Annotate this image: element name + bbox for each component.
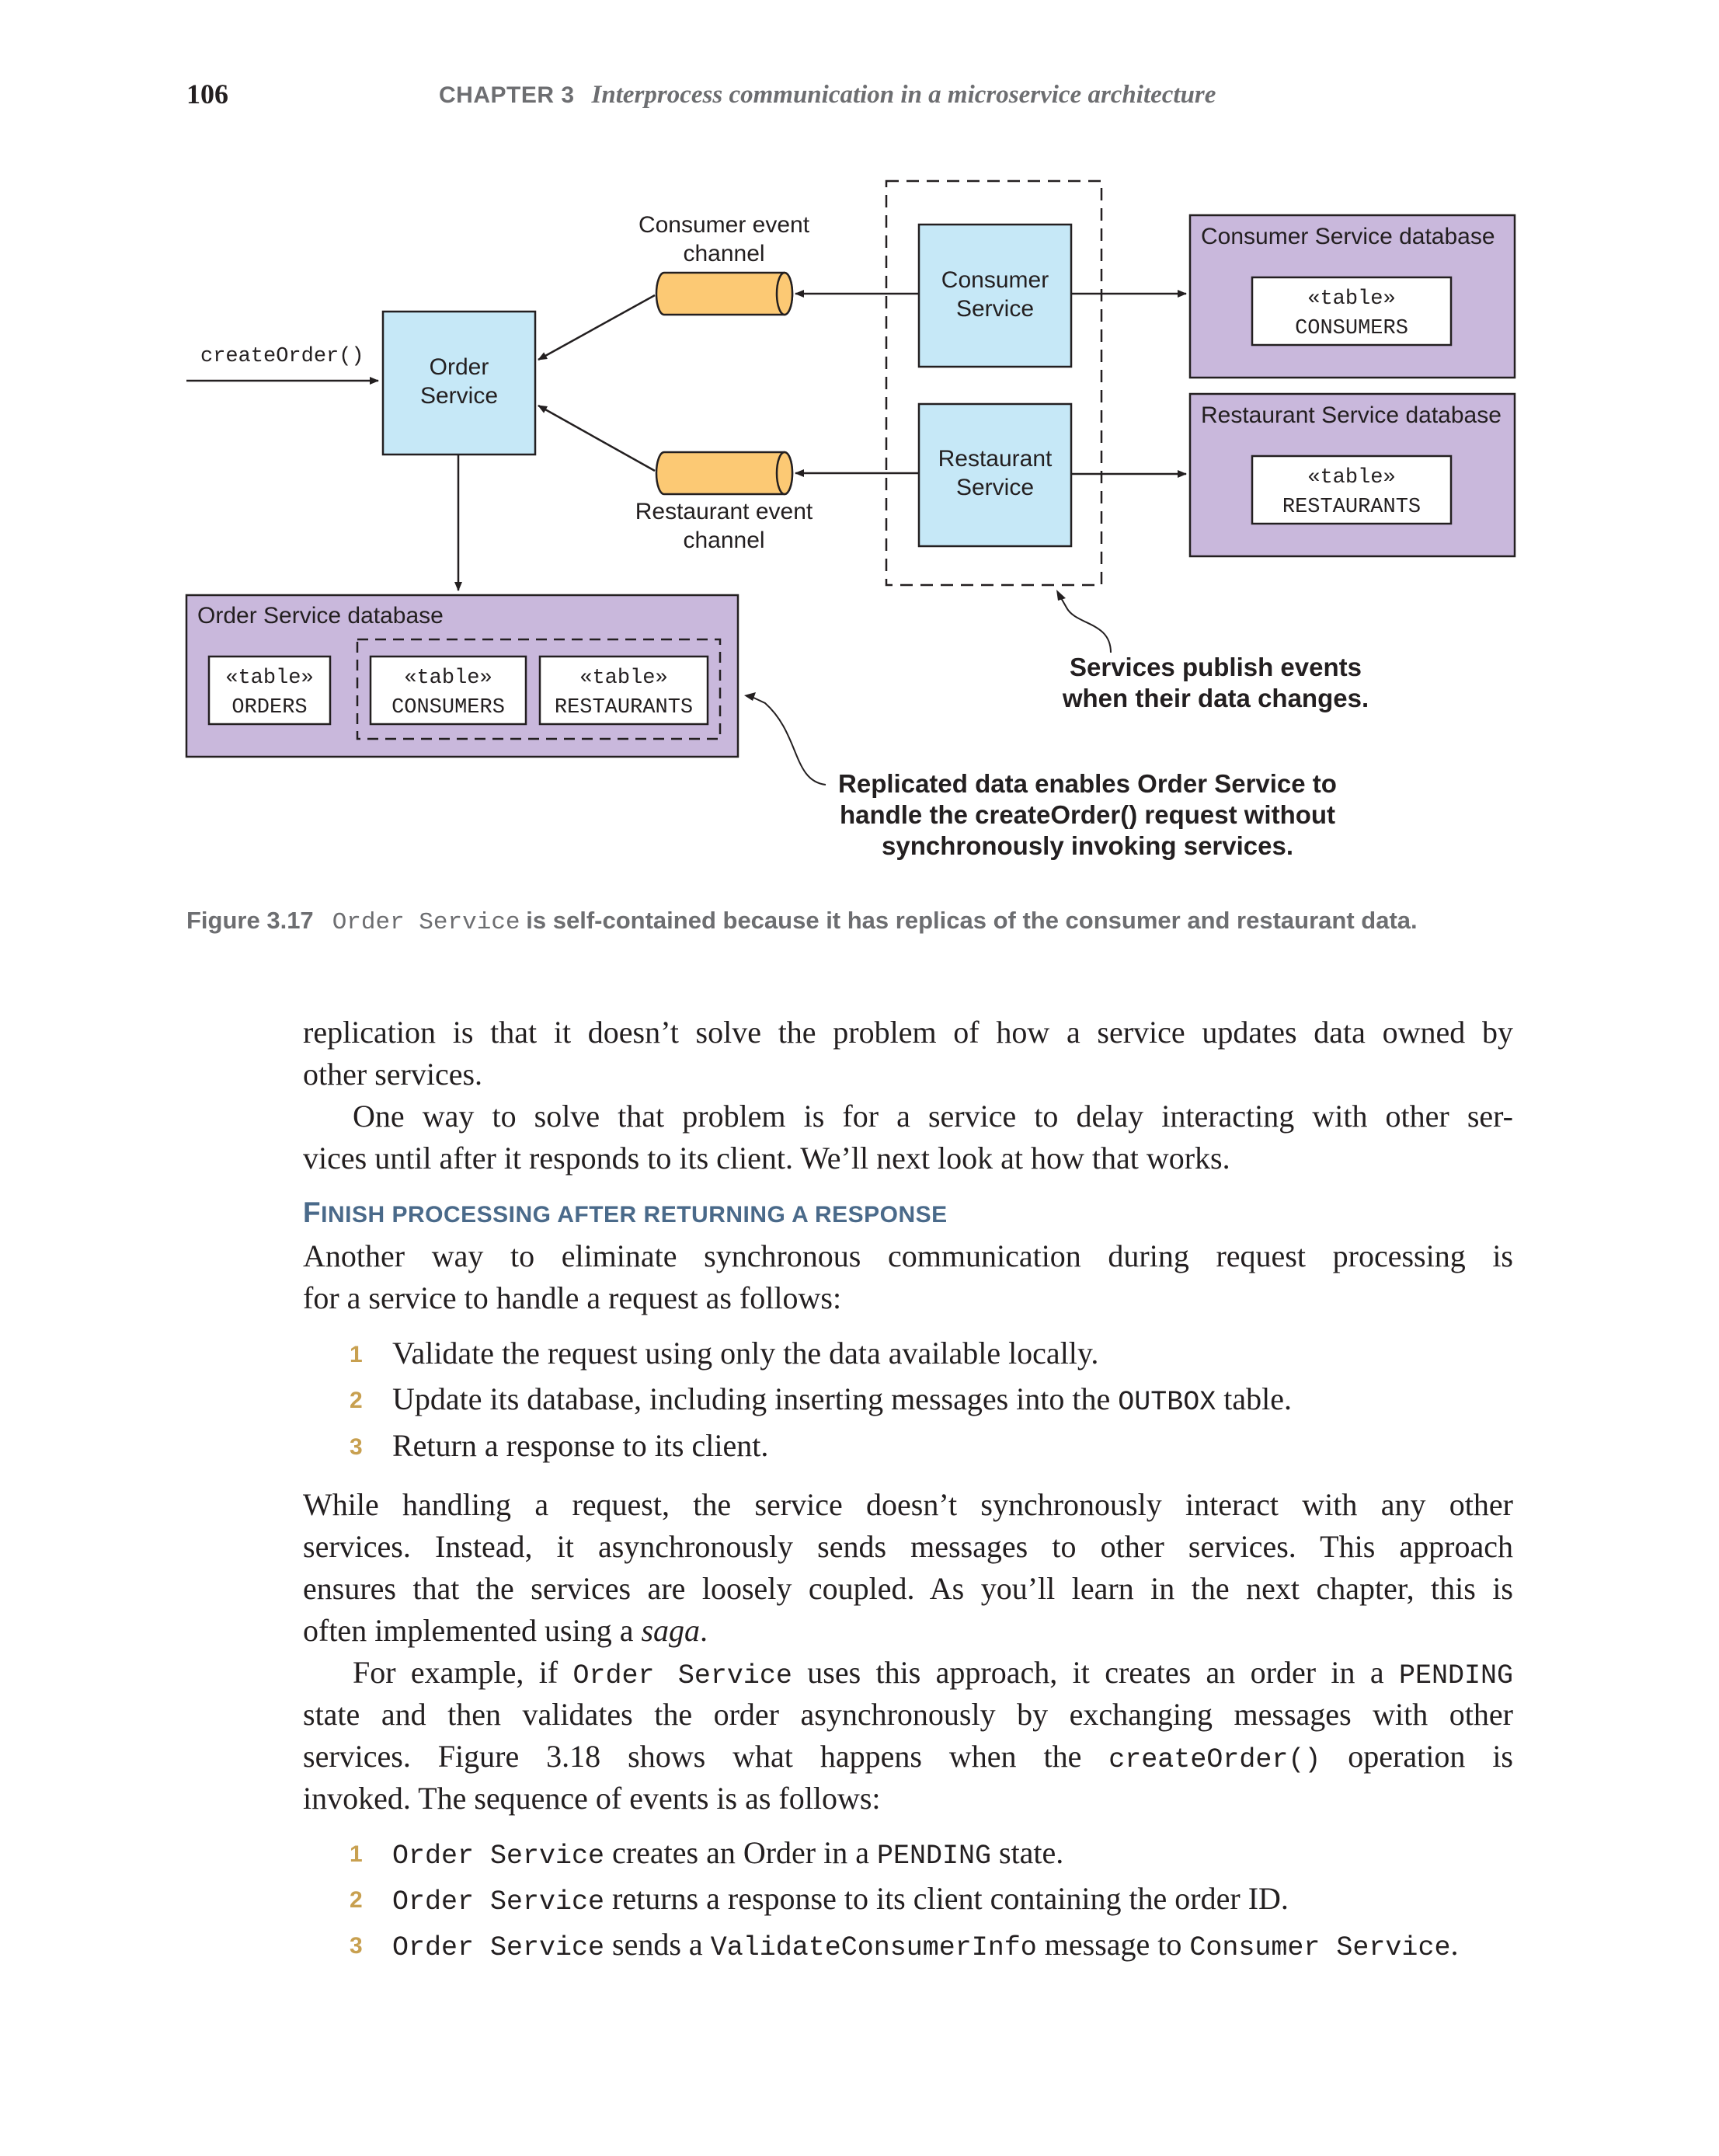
inline-code: PENDING <box>1398 1660 1513 1691</box>
order-db-title: Order Service database <box>197 603 444 629</box>
restaurant-service-label-2: Service <box>956 475 1034 500</box>
paragraph-5-line-1: For example, if Order Service uses this … <box>353 1655 1513 1691</box>
paragraph-5-line-2: state and then validates the order async… <box>303 1697 1513 1732</box>
paragraph-5-line-4: invoked. The sequence of events is as fo… <box>303 1781 881 1816</box>
list-number: 2 <box>350 1388 363 1413</box>
list-text: Validate the request using only the data… <box>392 1336 1099 1371</box>
restaurants-table-name: RESTAURANTS <box>1282 496 1421 519</box>
order-service-label-2: Service <box>420 383 498 409</box>
restaurant-service-box <box>917 402 1073 548</box>
publish-callout-line-2: when their data changes. <box>1062 684 1369 712</box>
service-group-border <box>885 179 1103 587</box>
order-service-label-1: Order <box>430 354 489 380</box>
restaurant-event-channel <box>655 451 794 496</box>
paragraph-4-line-1: While handling a request, the service do… <box>303 1487 1513 1522</box>
restaurant-db-title: Restaurant Service database <box>1201 402 1502 428</box>
section-heading-rest: INISH PROCESSING AFTER RETURNING A RESPO… <box>321 1202 948 1228</box>
figure-caption: Figure 3.17 Order Service is self-contain… <box>186 907 1418 936</box>
caption-label: Figure 3.17 <box>186 907 314 934</box>
list-number: 2 <box>350 1887 363 1913</box>
consumer-service-label-2: Service <box>956 296 1034 322</box>
consumer-event-channel <box>655 271 794 316</box>
section-heading-initial: F <box>303 1196 322 1228</box>
consumers-table-box <box>1251 276 1453 347</box>
running-head: CHAPTER 3 Interprocess communication in a… <box>439 81 1216 110</box>
list-text: Return a response to its client. <box>392 1428 769 1463</box>
publish-callout-arrowhead <box>1056 590 1066 601</box>
consumer-channel-label-1: Consumer event <box>639 212 810 238</box>
orders-table-name: ORDERS <box>231 696 307 719</box>
replica-restaurants-stereotype: «table» <box>579 667 667 690</box>
replica-consumers-stereotype: «table» <box>404 667 492 690</box>
replica-restaurants-table-box <box>538 655 709 726</box>
paragraph-5-line-3: services. Figure 3.18 shows what happens… <box>303 1739 1513 1775</box>
paragraph-1-line-2: other services. <box>303 1057 483 1092</box>
consumer-service-box <box>917 223 1073 368</box>
paragraph-3-line-2: for a service to handle a request as fol… <box>303 1280 842 1315</box>
page-number: 106 <box>186 78 228 110</box>
paragraph-3-line-1: Another way to eliminate synchronous com… <box>303 1238 1513 1273</box>
consumers-table-name: CONSUMERS <box>1295 317 1408 340</box>
order-service-box <box>381 310 537 456</box>
emphasis: saga <box>641 1613 701 1648</box>
paragraph-2-line-1: One way to solve that problem is for a s… <box>353 1099 1513 1134</box>
list-text: Order Service sends a ValidateConsumerIn… <box>392 1927 1459 1963</box>
inline-code: createOrder() <box>1108 1744 1321 1775</box>
section-heading: FINISH PROCESSING AFTER RETURNING A RESP… <box>303 1196 948 1229</box>
chapter-title: Interprocess communication in a microser… <box>591 81 1216 109</box>
paragraph-1-line-1: replication is that it doesn’t solve the… <box>303 1015 1513 1050</box>
list-number: 3 <box>350 1933 363 1959</box>
list-text: Order Service creates an Order in a PEND… <box>392 1835 1064 1872</box>
replicated-tables-border <box>356 638 722 740</box>
orders-table-box <box>207 655 332 726</box>
list-number: 1 <box>350 1841 363 1867</box>
inline-code: OUTBOX <box>1118 1387 1216 1418</box>
inline-code: Order Service <box>572 1660 792 1691</box>
chapter-label: CHAPTER 3 <box>439 82 575 108</box>
replica-restaurants-name: RESTAURANTS <box>555 696 693 719</box>
paragraph-4-line-2: services. Instead, it asynchronously sen… <box>303 1529 1513 1564</box>
paragraph-4-line-3: ensures that the services are loosely co… <box>303 1571 1513 1606</box>
list-text: Order Service returns a response to its … <box>392 1881 1289 1917</box>
caption-code: Order Service <box>332 909 520 936</box>
replica-consumers-table-box <box>369 655 527 726</box>
replica-consumers-name: CONSUMERS <box>391 696 505 719</box>
restaurant-channel-label-2: channel <box>683 528 764 553</box>
consumer-service-label-1: Consumer <box>941 267 1049 293</box>
orders-table-stereotype: «table» <box>225 667 313 690</box>
replicated-callout-line-1: Replicated data enables Order Service to <box>838 769 1337 798</box>
replicated-callout-arrowhead <box>744 692 756 701</box>
restaurant-service-label-1: Restaurant <box>938 446 1053 472</box>
replicated-callout-line-2: handle the createOrder() request without <box>840 800 1335 829</box>
restaurants-table-stereotype: «table» <box>1307 466 1395 489</box>
caption-text: is self-contained because it has replica… <box>526 907 1418 934</box>
publish-callout-line-1: Services publish events <box>1070 653 1362 681</box>
paragraph-2-line-2: vices until after it responds to its cli… <box>303 1141 1230 1176</box>
consumer-channel-label-2: channel <box>683 241 764 266</box>
consumer-channel-to-order-arrow <box>538 294 656 361</box>
create-order-label: createOrder() <box>200 345 364 368</box>
replicated-callout-leader <box>751 696 826 785</box>
consumer-db-title: Consumer Service database <box>1201 224 1495 249</box>
restaurants-table-box <box>1251 455 1453 525</box>
paragraph-4-line-4: often implemented using a saga. <box>303 1613 708 1648</box>
restaurant-channel-label-1: Restaurant event <box>635 499 813 524</box>
consumers-table-stereotype: «table» <box>1307 287 1395 311</box>
replicated-callout-line-3: synchronously invoking services. <box>882 831 1293 860</box>
list-text: Update its database, including inserting… <box>392 1381 1293 1418</box>
restaurant-channel-to-order-arrow <box>538 404 656 472</box>
publish-callout-leader <box>1060 596 1112 653</box>
list-number: 1 <box>350 1342 363 1367</box>
list-number: 3 <box>350 1434 363 1460</box>
figure-diagram: createOrder() Order Service Consumer eve… <box>185 179 1516 860</box>
